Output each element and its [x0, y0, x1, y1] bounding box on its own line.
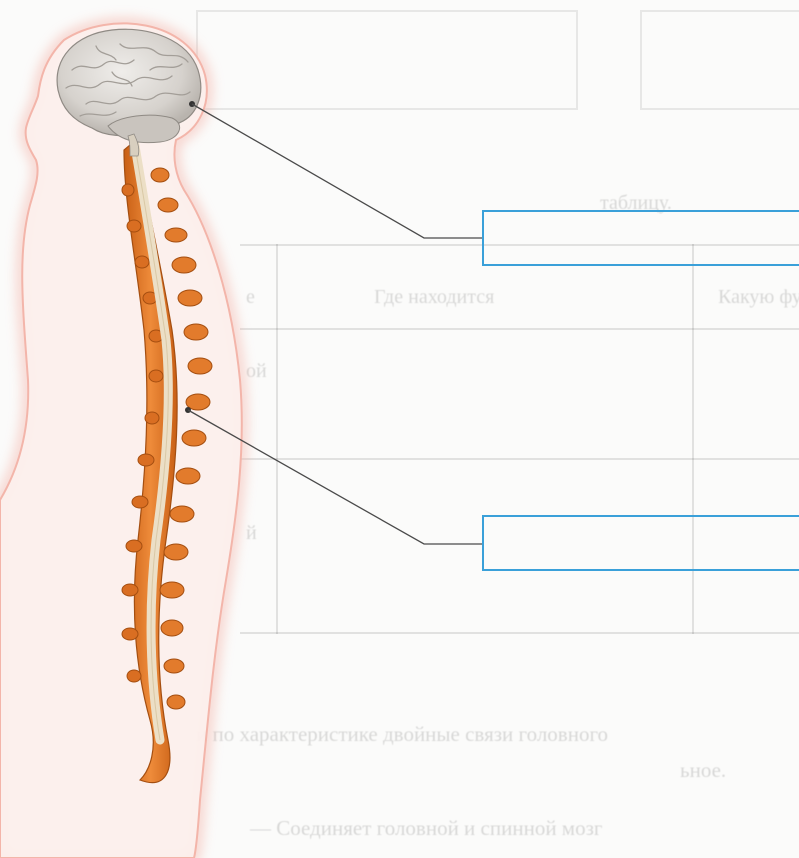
- brain-leader-line: [192, 104, 484, 238]
- spinal-cord-label-box[interactable]: [482, 515, 799, 571]
- brain-label-box[interactable]: [482, 210, 799, 266]
